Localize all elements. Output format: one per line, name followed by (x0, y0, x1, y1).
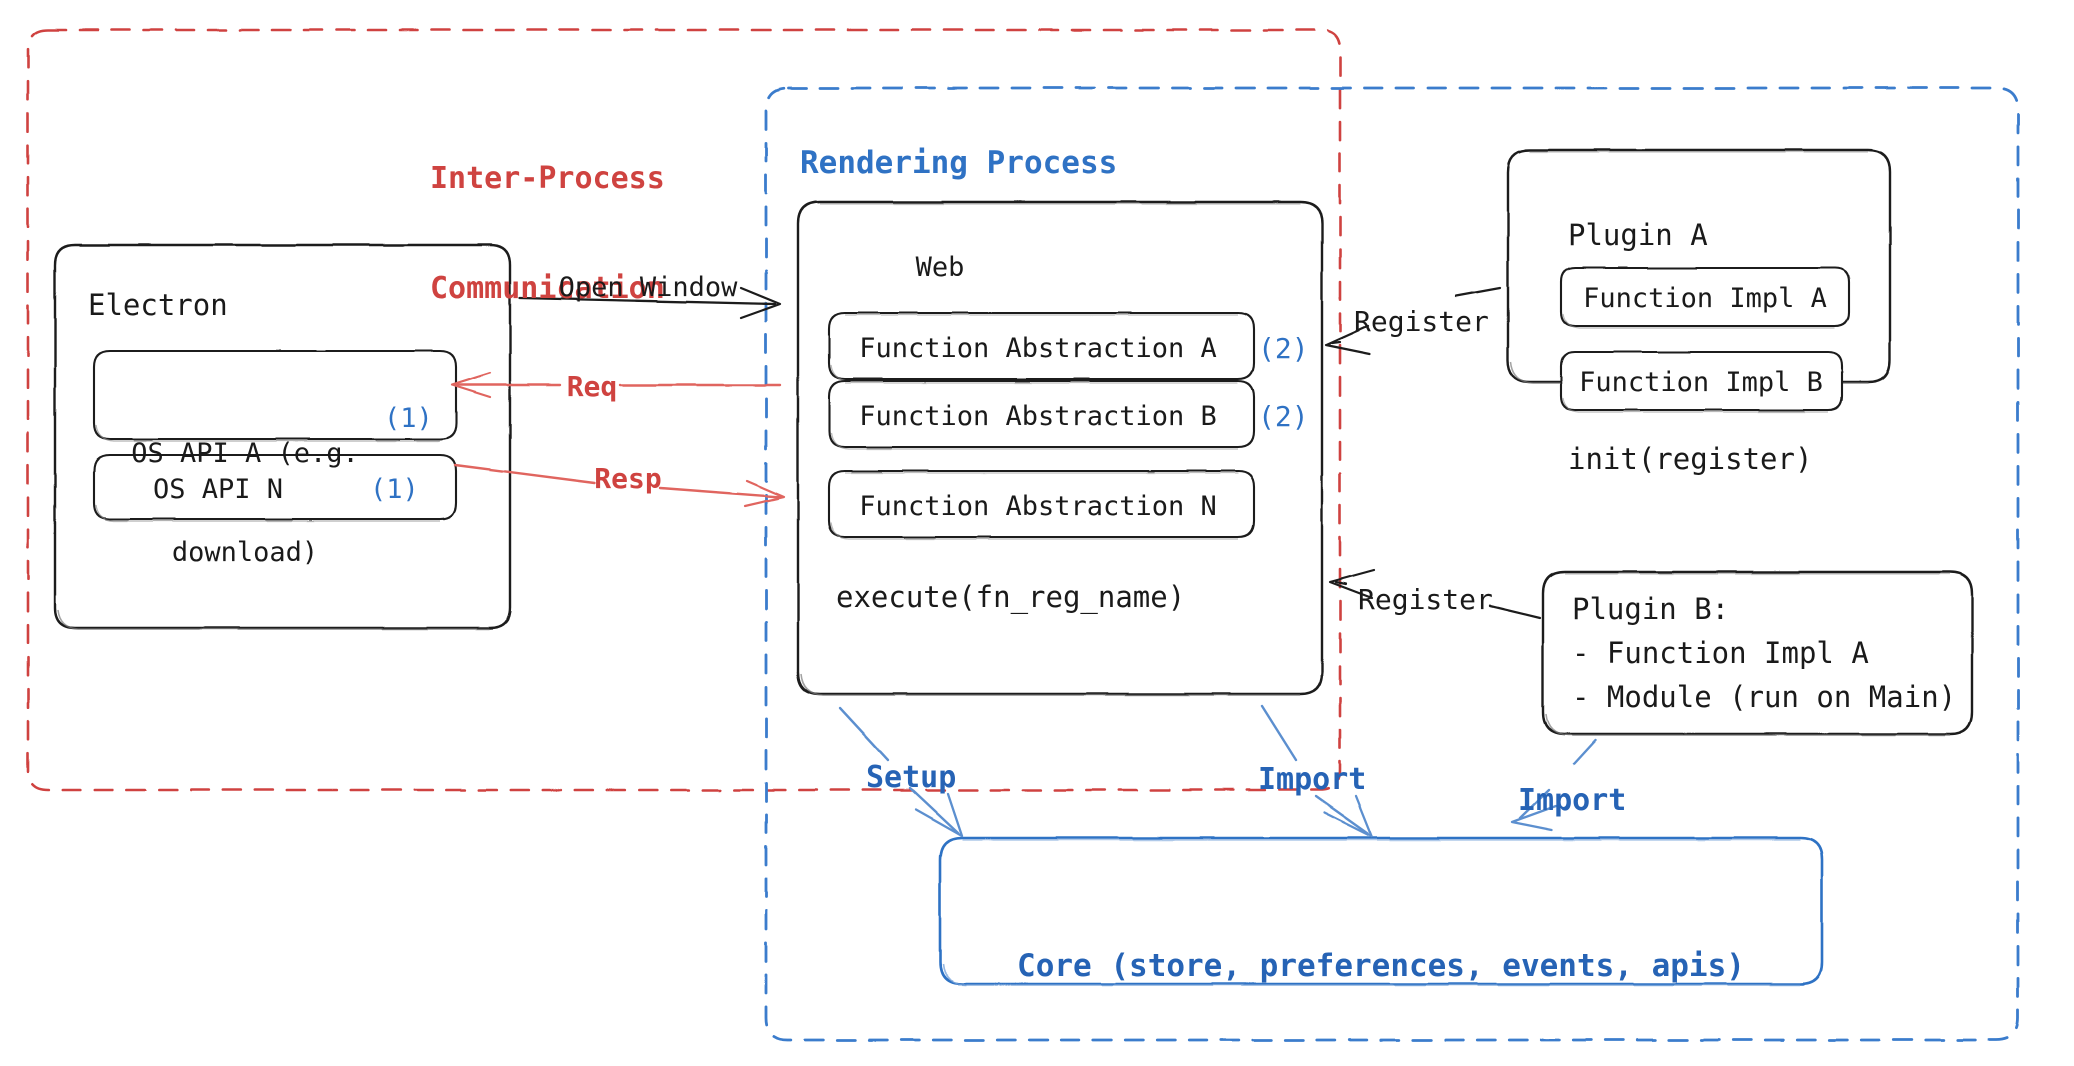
function-impl-b-label: Function Impl B (1579, 367, 1823, 398)
os-api-a-box (92, 349, 458, 442)
arrow-register-plugin-a-label: Register (1354, 305, 1489, 338)
arrow-import-web (1260, 704, 1374, 838)
arrow-resp-label: Resp (594, 462, 662, 495)
arrow-open-window-label: Open Window (558, 272, 738, 303)
arrow-register-plugin-b-label: Register (1358, 583, 1493, 616)
arrow-setup (838, 706, 964, 838)
ipc-region-label: Inter-Process Communication (430, 88, 665, 381)
web-execute-label: execute(fn_reg_name) (836, 580, 1186, 614)
os-api-n-tag: (1) (370, 474, 419, 505)
web-title: Web (915, 252, 965, 283)
function-abstraction-n-box (827, 469, 1256, 540)
rendering-process-boundary (764, 86, 2020, 1042)
arrow-req-label: Req (566, 370, 618, 403)
os-api-a-label: OS API A (e.g. download) (100, 372, 390, 636)
plugin-a-init-label: init(register) (1568, 442, 1813, 476)
ipc-region-boundary (26, 28, 1342, 792)
plugin-b-box (1541, 570, 1974, 736)
function-abstraction-b-box (827, 379, 1256, 450)
os-api-a-tag: (1) (384, 403, 433, 434)
ipc-region-label-line2: Communication (430, 270, 665, 306)
core-label: Core (store, preferences, events, apis) … (940, 862, 1822, 1066)
arrow-resp (453, 463, 786, 508)
core-box (938, 836, 1824, 986)
function-abstraction-a-tag: (2) (1258, 332, 1309, 365)
arrow-setup-label: Setup (866, 760, 957, 795)
os-api-n-label: OS API N (152, 474, 284, 505)
function-abstraction-b-label: Function Abstraction B (859, 401, 1217, 432)
function-abstraction-n-label: Function Abstraction N (859, 491, 1217, 522)
core-label-line1: Core (store, preferences, events, apis) (1017, 947, 1745, 984)
plugin-b-item-0: - Function Impl A (1572, 636, 1869, 670)
arrow-import-web-label: Import (1258, 762, 1367, 797)
plugin-b-item-1: - Module (run on Main) (1572, 680, 1957, 714)
function-impl-a-label: Function Impl A (1583, 283, 1827, 314)
arrow-register-plugin-a (1324, 286, 1502, 356)
arrow-open-window (518, 286, 782, 320)
function-impl-b-box (1559, 350, 1844, 413)
plugin-b-title: Plugin B: (1572, 592, 1730, 626)
plugin-a-title: Plugin A (1568, 218, 1708, 252)
arrow-req (450, 371, 782, 399)
ipc-region-label-line1: Inter-Process (430, 161, 665, 197)
function-abstraction-b-tag: (2) (1258, 400, 1309, 433)
arrow-import-plugin-b (1510, 738, 1598, 832)
plugin-a-box (1506, 148, 1892, 384)
arrow-import-plugin-b-label: Import (1518, 783, 1627, 818)
os-api-a-label-line2: download) (171, 536, 319, 568)
function-abstraction-a-label: Function Abstraction A (859, 333, 1217, 364)
arrow-register-plugin-b (1328, 568, 1542, 620)
os-api-a-label-line1: OS API A (e.g. (131, 437, 359, 469)
os-api-n-box (92, 453, 458, 522)
electron-title: Electron (88, 288, 228, 322)
rendering-process-label: Rendering Process (800, 145, 1118, 181)
function-impl-a-box (1559, 266, 1851, 329)
